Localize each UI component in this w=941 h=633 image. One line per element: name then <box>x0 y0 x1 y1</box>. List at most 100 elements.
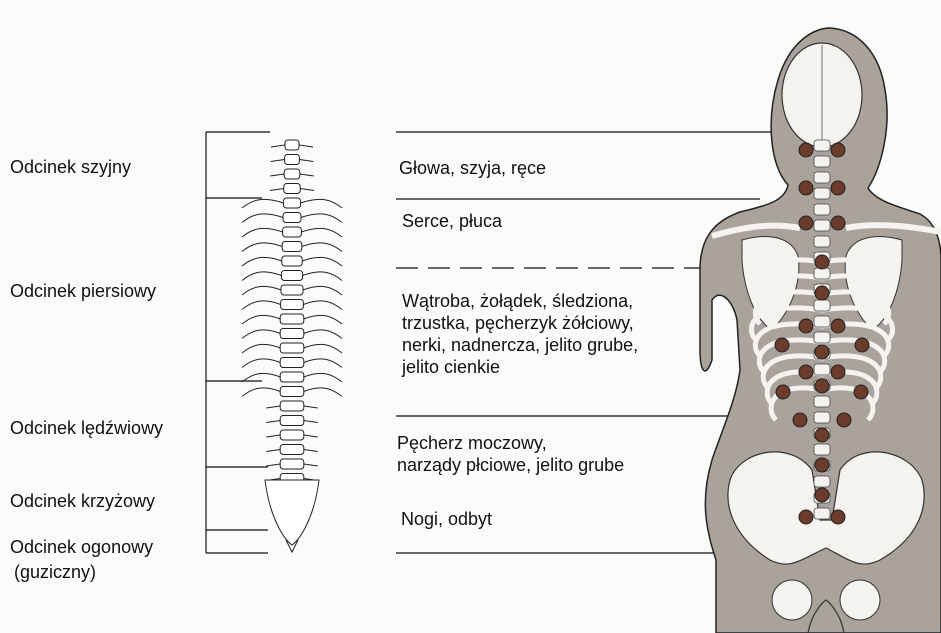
organ-line: nerki, nadnercza, jelito grube, <box>402 334 638 356</box>
vertebra <box>280 401 304 411</box>
vertebra <box>280 459 304 469</box>
vertebra <box>282 242 302 252</box>
body-vertebra <box>814 220 830 231</box>
organ-line: Głowa, szyja, ręce <box>399 157 546 179</box>
acupressure-point <box>799 216 813 230</box>
rib-stub <box>242 301 281 310</box>
rib-stub <box>242 286 281 295</box>
body-vertebra <box>814 364 830 375</box>
rib-stub <box>242 388 280 397</box>
vertebra <box>280 372 304 382</box>
body-vertebra <box>814 412 830 423</box>
organ-line: Wątroba, żołądek, śledziona, <box>402 290 638 312</box>
acupressure-point <box>831 181 845 195</box>
acupressure-point <box>815 345 829 359</box>
organ-group-heart: Serce, płuca <box>402 210 502 232</box>
vertebra <box>284 184 300 194</box>
acupressure-point <box>815 458 829 472</box>
rib-stub <box>302 257 342 266</box>
vertebra <box>280 343 304 353</box>
acupressure-point <box>831 319 845 333</box>
vertebra <box>280 314 304 324</box>
process <box>304 464 318 466</box>
vertebra <box>280 430 304 440</box>
process <box>300 174 314 176</box>
acupressure-point <box>831 216 845 230</box>
body-vertebra <box>814 476 830 487</box>
organ-line: Nogi, odbyt <box>401 508 492 530</box>
organ-group-abdomen: Wątroba, żołądek, śledziona, trzustka, p… <box>402 290 638 378</box>
vertebra <box>280 445 304 455</box>
rib-stub <box>304 330 342 339</box>
process <box>304 450 318 452</box>
rib-stub <box>304 344 342 353</box>
acupressure-point <box>799 319 813 333</box>
process <box>304 406 318 408</box>
vertebra <box>284 169 300 179</box>
vertebra <box>282 256 302 266</box>
body-vertebra <box>814 508 830 519</box>
organ-line: Pęcherz moczowy, <box>397 432 624 454</box>
vertebra <box>285 140 299 150</box>
organ-group-legs: Nogi, odbyt <box>401 508 492 530</box>
acupressure-point <box>799 181 813 195</box>
process <box>304 435 318 437</box>
body-back-illustration <box>700 28 941 633</box>
acupressure-point <box>831 143 845 157</box>
process <box>266 464 280 466</box>
acupressure-point <box>815 286 829 300</box>
process <box>299 145 313 147</box>
rib-stub <box>242 315 280 324</box>
body-vertebra <box>814 156 830 167</box>
body-vertebra <box>814 444 830 455</box>
rib-stub <box>242 228 283 237</box>
organ-line: jelito cienkie <box>402 356 638 378</box>
vertebral-column <box>242 140 342 552</box>
acupressure-point <box>831 365 845 379</box>
acupressure-point <box>815 255 829 269</box>
organ-group-head: Głowa, szyja, ręce <box>399 157 546 179</box>
rib-stub <box>303 272 342 281</box>
segment-bracket <box>206 132 270 553</box>
vertebra <box>283 213 301 223</box>
body-vertebra <box>814 268 830 279</box>
process <box>300 189 314 191</box>
process <box>266 435 280 437</box>
acupressure-point <box>775 338 789 352</box>
rib-stub <box>242 257 282 266</box>
body-vertebra <box>814 188 830 199</box>
rib-stub <box>242 214 283 223</box>
acupressure-point <box>815 488 829 502</box>
acupressure-point <box>855 338 869 352</box>
process <box>271 145 285 147</box>
acupressure-point <box>799 143 813 157</box>
process <box>270 174 284 176</box>
body-vertebra <box>814 332 830 343</box>
rib-stub <box>304 388 342 397</box>
acupressure-point <box>799 365 813 379</box>
organ-line: Serce, płuca <box>402 210 502 232</box>
organ-group-pelvic: Pęcherz moczowy, narządy płciowe, jelito… <box>397 432 624 476</box>
rib-stub <box>304 359 342 368</box>
acupressure-point <box>815 428 829 442</box>
rib-stub <box>304 315 342 324</box>
acupressure-point <box>793 413 807 427</box>
process <box>304 421 318 423</box>
rib-stub <box>242 359 280 368</box>
body-vertebra <box>814 300 830 311</box>
process <box>266 450 280 452</box>
vertebra <box>283 198 300 208</box>
vertebra <box>281 271 302 281</box>
vertebra <box>280 416 304 426</box>
rib-stub <box>242 199 283 208</box>
process <box>266 406 280 408</box>
sacrum <box>265 480 319 545</box>
body-vertebra <box>814 236 830 247</box>
acupressure-point <box>854 385 868 399</box>
rib-stub <box>302 243 342 252</box>
rib-stub <box>304 373 342 382</box>
vertebra <box>280 387 304 397</box>
rib-stub <box>301 199 342 208</box>
vertebra <box>281 285 303 295</box>
